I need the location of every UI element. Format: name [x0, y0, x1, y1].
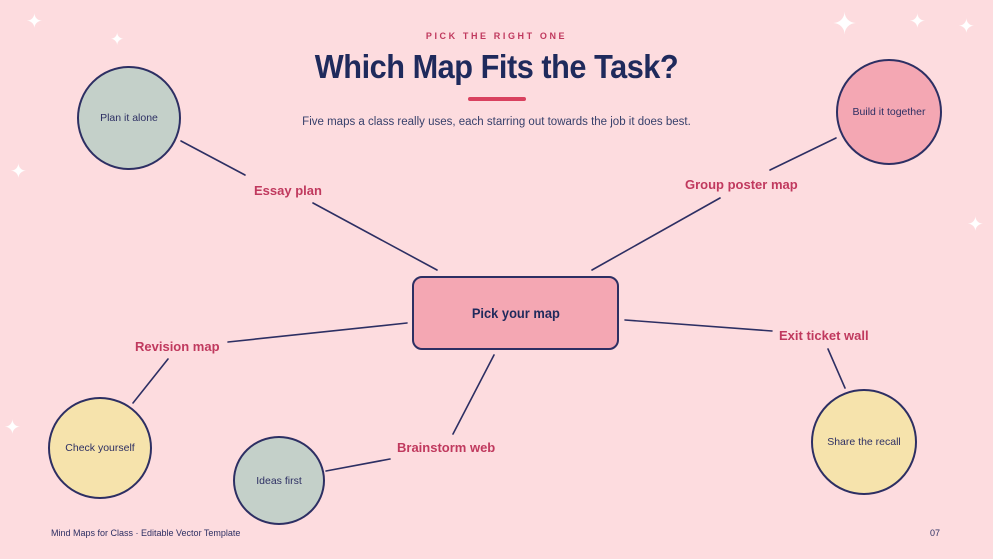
- kicker: PICK THE RIGHT ONE: [425, 31, 568, 41]
- connector-exit-circle: [827, 348, 846, 389]
- connector-brainstorm-hub: [452, 354, 495, 435]
- branch-label-group-poster-map: Group poster map: [685, 177, 798, 192]
- circle-label: Plan it alone: [100, 112, 158, 124]
- circle-label: Share the recall: [827, 436, 901, 448]
- circle-plan-it-alone[interactable]: Plan it alone: [77, 66, 181, 170]
- connector-poster-hub: [591, 197, 721, 271]
- circle-build-it-together[interactable]: Build it together: [836, 59, 942, 165]
- connector-essay-hub: [312, 202, 438, 271]
- connector-essay-circle: [180, 140, 246, 176]
- sparkle-icon: ✦: [10, 161, 27, 183]
- hub-box[interactable]: Pick your map: [412, 276, 619, 350]
- sparkle-icon: ✦: [26, 11, 43, 33]
- sparkle-icon: ✦: [958, 16, 975, 38]
- connector-exit-hub: [624, 319, 773, 332]
- connector-revision-circle: [132, 358, 169, 404]
- circle-ideas-first[interactable]: Ideas first: [233, 436, 325, 525]
- circle-label: Check yourself: [65, 442, 135, 454]
- page-title: Which Map Fits the Task?: [314, 48, 679, 85]
- sparkle-icon: ✦: [909, 11, 926, 33]
- branch-label-brainstorm-web: Brainstorm web: [397, 440, 496, 455]
- branch-label-exit-ticket-wall: Exit ticket wall: [779, 328, 869, 343]
- connector-revision-hub: [227, 322, 408, 343]
- connector-poster-circle: [769, 137, 837, 171]
- sparkle-icon: ✦: [967, 214, 984, 236]
- branch-label-revision-map: Revision map: [135, 339, 220, 354]
- title-underline: [468, 97, 526, 101]
- sparkle-icon: ✦: [832, 8, 858, 41]
- sparkle-icon: ✦: [4, 417, 21, 439]
- branch-label-essay-plan: Essay plan: [254, 183, 322, 198]
- hub-label: Pick your map: [471, 305, 560, 321]
- circle-label: Ideas first: [256, 474, 302, 487]
- sparkle-icon: ✦: [110, 30, 125, 49]
- subtitle: Five maps a class really uses, each star…: [302, 116, 691, 128]
- circle-share-the-recall[interactable]: Share the recall: [811, 389, 917, 495]
- footer-text: Mind Maps for Class · Editable Vector Te…: [51, 528, 241, 538]
- connector-brainstorm-circle: [325, 458, 391, 472]
- circle-check-yourself[interactable]: Check yourself: [48, 397, 152, 499]
- page-number: 07: [930, 528, 941, 538]
- circle-label: Build it together: [852, 106, 926, 118]
